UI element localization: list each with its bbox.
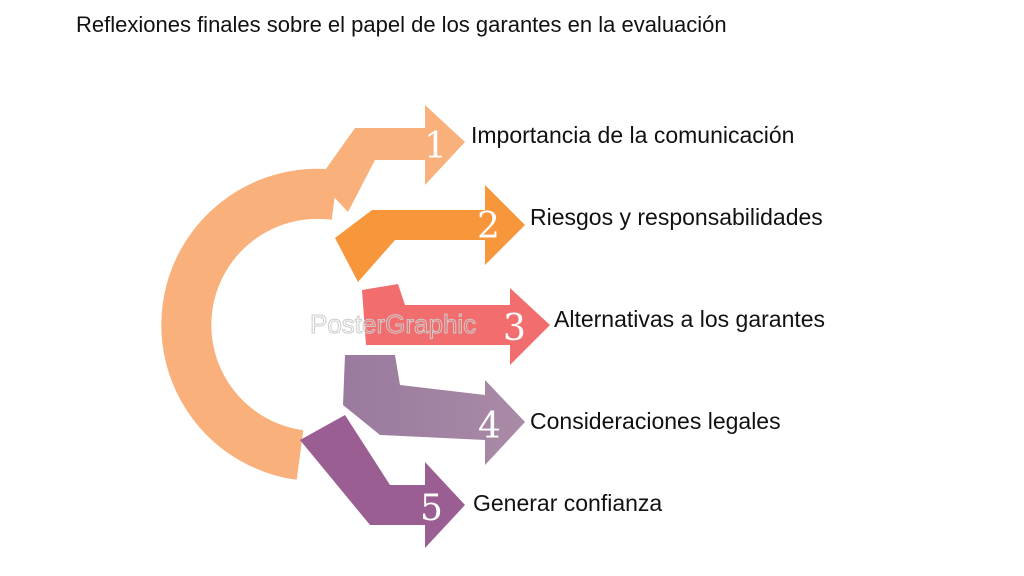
number-4: 4 [478,406,501,447]
watermark: PosterGraphic [310,309,476,339]
arrow-4 [343,355,525,465]
item-label-1: Importancia de la comunicación [471,122,795,148]
number-1: 1 [424,126,447,167]
arrow-5 [300,415,465,548]
item-label-2: Riesgos y responsabilidades [530,204,823,230]
item-label-5: Generar confianza [473,490,663,516]
item-label-4: Consideraciones legales [530,408,781,434]
item-label-3: Alternativas a los garantes [554,306,826,332]
ring-arc [161,168,339,480]
arrow-2 [335,185,525,282]
number-2: 2 [477,206,500,247]
number-3: 3 [503,308,526,349]
arrow-1 [318,105,465,212]
number-5: 5 [420,488,443,529]
arrow-3 [362,284,550,365]
diagram-title: Reflexiones finales sobre el papel de lo… [76,12,727,37]
